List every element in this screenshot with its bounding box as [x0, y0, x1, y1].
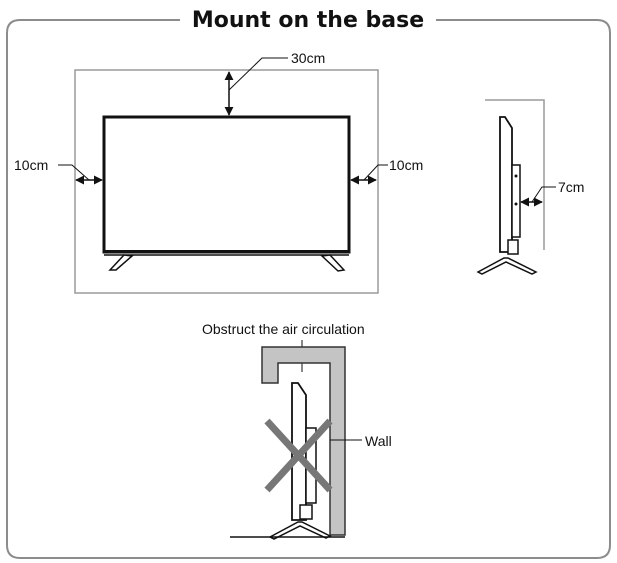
front-view: 30cm 10cm 10cm — [14, 50, 423, 294]
side-view: 7cm — [476, 99, 584, 275]
back-clearance-label: 7cm — [558, 179, 584, 195]
right-clearance-label: 10cm — [389, 157, 423, 173]
obstruct-label: Obstruct the air circulation — [202, 321, 365, 337]
tv-foot-left — [108, 254, 134, 271]
top-clearance-label: 30cm — [291, 50, 325, 66]
outer-frame — [6, 19, 611, 559]
side-clearance-line — [485, 99, 545, 250]
cross-mark-b — [264, 418, 333, 493]
tv-foot-right — [320, 254, 346, 272]
clearance-box — [74, 69, 379, 294]
wall-label: Wall — [365, 433, 392, 449]
diagram-title: Mount on the base — [192, 8, 424, 33]
obstructed-view: Obstruct the air circulation Wall — [202, 321, 392, 540]
left-clearance-label: 10cm — [14, 157, 48, 173]
wall-shape — [261, 346, 346, 536]
tv-screen-front — [102, 115, 351, 254]
title-backdrop — [187, 8, 429, 33]
side-stand — [476, 257, 538, 275]
